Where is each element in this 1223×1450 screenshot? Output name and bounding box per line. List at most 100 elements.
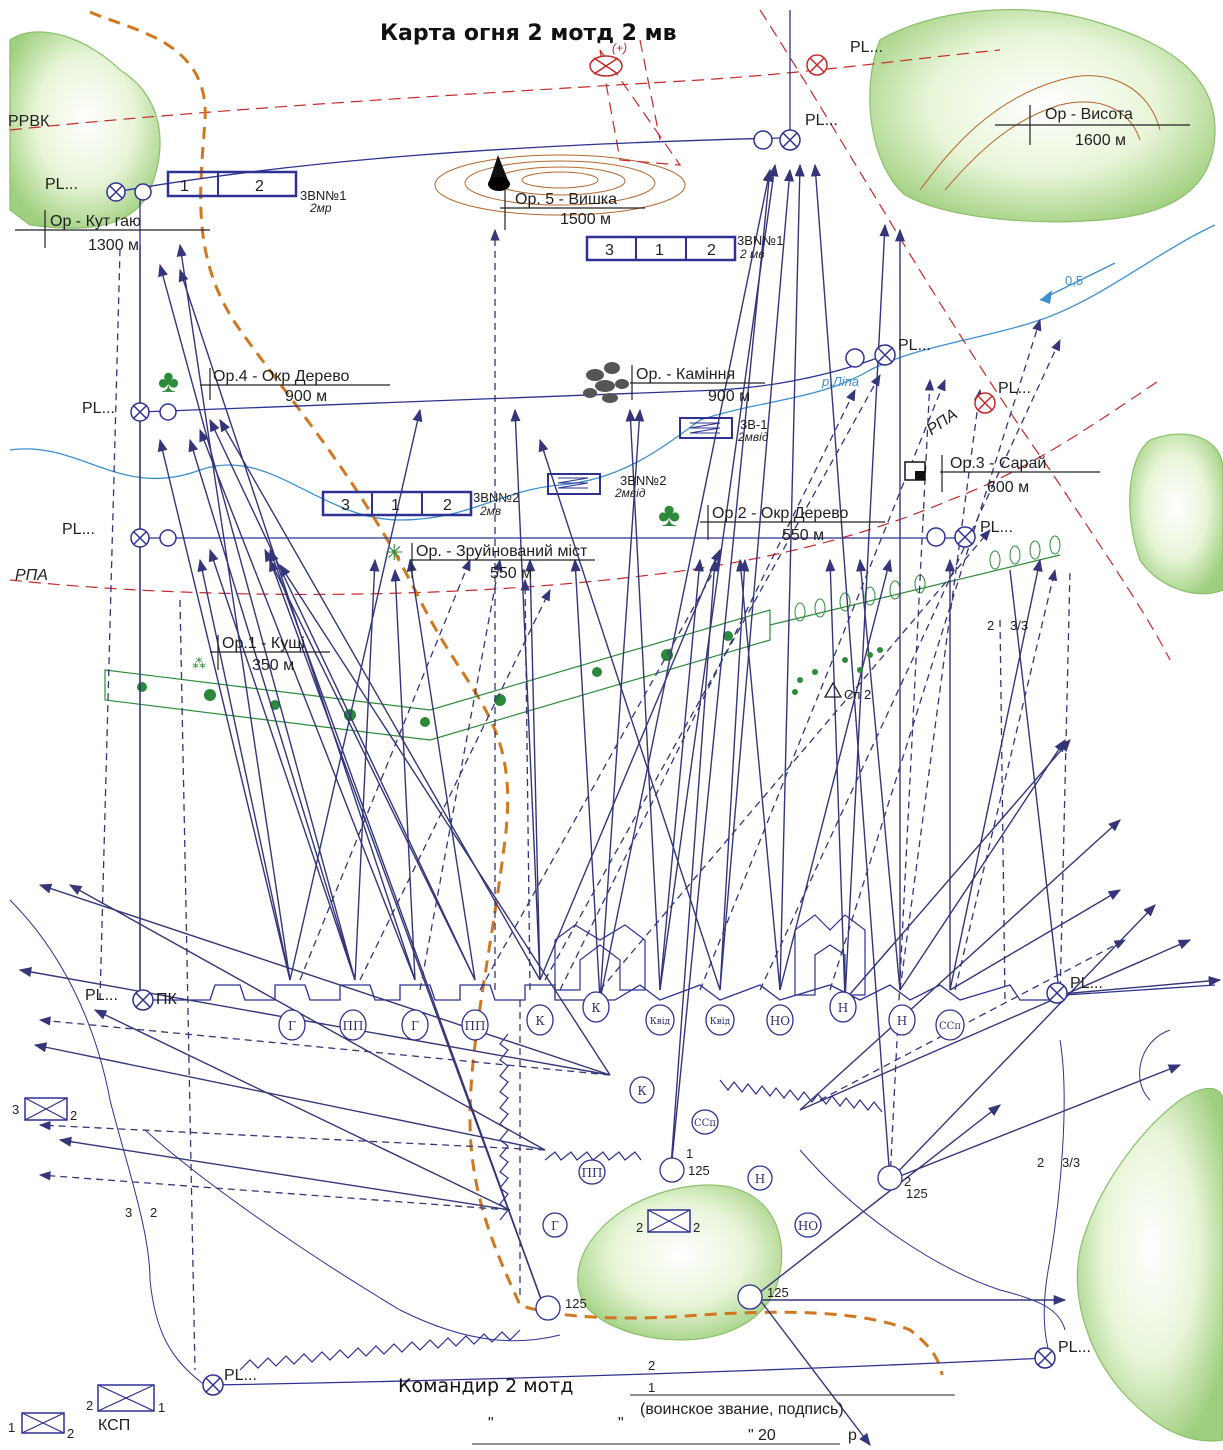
landmark-distance: 600 м [987,479,1029,496]
fire-lines [18,163,1222,1447]
pl-label: PL... [1070,975,1103,992]
stones-icon [583,362,629,403]
landmark-name: Ор. - Зруйнований міст [416,543,588,560]
fire-lines-dashed [38,228,1127,1371]
cmd-mark: 2 [648,1358,655,1373]
svg-text:2: 2 [67,1426,74,1441]
zone-cell: 2 [255,178,264,195]
weapon-position: ССп [935,1009,965,1041]
zone-label: 3ВN№1 [737,233,783,248]
zone-cell: 1 [391,497,400,514]
date-quote-year: " [748,1427,754,1444]
landmark-name: Ор.4 - Окр Дерево [213,368,350,385]
svg-text:НО: НО [798,1219,818,1233]
svg-text:2: 2 [636,1220,643,1235]
landmark-kushchi: ⁂ Ор.1 - Кущі 350 м [192,635,330,674]
tank-number: 125 [565,1296,587,1311]
obstacle-sub: 2мвід [614,486,646,500]
weapon-position: Г [542,1212,568,1238]
svg-text:К: К [535,1014,545,1028]
svg-text:ССп: ССп [939,1021,961,1032]
rpa-label: РПА [924,406,961,439]
mark-left: 3 [125,1205,132,1220]
tank-mark: 1 [686,1146,693,1161]
zone-cell: 3 [341,497,350,514]
forest-bottom-right [1076,1087,1223,1442]
observation-label: Сп 2 [844,687,871,702]
zone-sub: 2мв [479,504,501,518]
pl-label: PL... [805,112,838,129]
svg-text:Г: Г [411,1019,419,1033]
landmark-bridge: ✳ Ор. - Зруйнований міст 550 м [385,540,595,582]
forest-top-right [869,9,1216,223]
weapon-position: ПП [578,1159,606,1185]
weapon-position: НО [766,1004,794,1036]
zone-3: 3 1 2 3ВN№2 2мв [321,490,519,518]
svg-text:ПП: ПП [343,1019,364,1033]
svg-text:К: К [637,1084,647,1098]
zone-cell: 3 [605,242,614,259]
mark-left: 2 [150,1205,157,1220]
zone-1: 1 2 3ВN№1 2мр [166,170,346,215]
red-lines [9,9,1171,661]
sector-boundaries [9,899,1171,1386]
zone-sub: 2мр [309,201,332,215]
svg-text:2: 2 [693,1220,700,1235]
landmark-kaminnia: Ор. - Каміння 900 м [583,362,765,405]
pl-label: PL... [850,39,883,56]
weapon-position: К [582,991,610,1023]
svg-text:3: 3 [12,1102,19,1117]
zone-label: 3ВN№1 [300,188,346,203]
landmark-sarai: Ор.3 - Сарай 600 м [904,455,1100,496]
svg-text:Квід: Квід [650,1017,671,1027]
observation-post: Сп 2 [792,647,883,702]
obstacle-label: 3В-1 [740,417,767,432]
forest-center-bottom [577,1184,783,1341]
forest-top-left [9,31,161,229]
svg-text:Н: Н [838,1001,848,1015]
svg-text:ПП: ПП [465,1019,486,1033]
tree-icon: ♣ [658,496,680,534]
mark-right: 3/3 [1062,1155,1080,1170]
obstacle-1: 3В-1 2мвід [679,417,769,444]
pl-labels: PL... PL... PL... PL... PL... PL... PL..… [8,39,1103,1384]
landmark-distance: 900 м [285,388,327,405]
ruined-bridge-icon: ✳ [385,540,403,565]
svg-text:НО: НО [770,1014,790,1028]
mark-right: 2 [1037,1155,1044,1170]
trenches [239,1033,883,1371]
zone-2: 3 1 2 3ВN№1 2 мв [585,233,783,262]
date-quote-close: " [618,1415,624,1432]
tank-number: 125 [906,1186,928,1201]
landmark-name: Ор.1 - Кущі [222,635,305,652]
tank-positions [535,1157,903,1321]
landmark-okr-derevo-2: ♣ Ор.2 - Окр Дерево 550 м [658,496,885,544]
river-label: р.Ліпа [821,374,859,389]
signature-caption: (воинское звание, подпись) [640,1401,844,1418]
landmark-name: Ор. - Каміння [636,366,735,383]
red-markers [589,54,996,414]
landmark-name: Ор.3 - Сарай [950,455,1046,472]
weapon-position: Квід [705,1004,735,1036]
commander-label: Командир 2 мотд [398,1375,573,1397]
svg-text:К: К [591,1001,601,1015]
weapon-position: ССп [691,1109,719,1135]
weapon-position: К [526,1004,554,1036]
svg-text:2: 2 [86,1398,93,1413]
date-quote-open: " [488,1415,494,1432]
pl-label: PL... [980,519,1013,536]
svg-text:Н: Н [897,1014,907,1028]
current-label: 0,5 [1065,273,1083,288]
rear-weapons: К ССп ПП Н Г НО [542,1076,822,1238]
weapon-position: НО [794,1212,822,1238]
pl-markers [106,129,1068,1396]
ksp-label: КСП [98,1417,130,1434]
landmark-vysota: Ор - Висота 1600 м [995,105,1190,149]
zone-cell: 1 [180,178,189,195]
mark-top: 2 [987,618,994,633]
weapon-position: ПП [339,1009,367,1041]
green-strip [104,554,1061,741]
